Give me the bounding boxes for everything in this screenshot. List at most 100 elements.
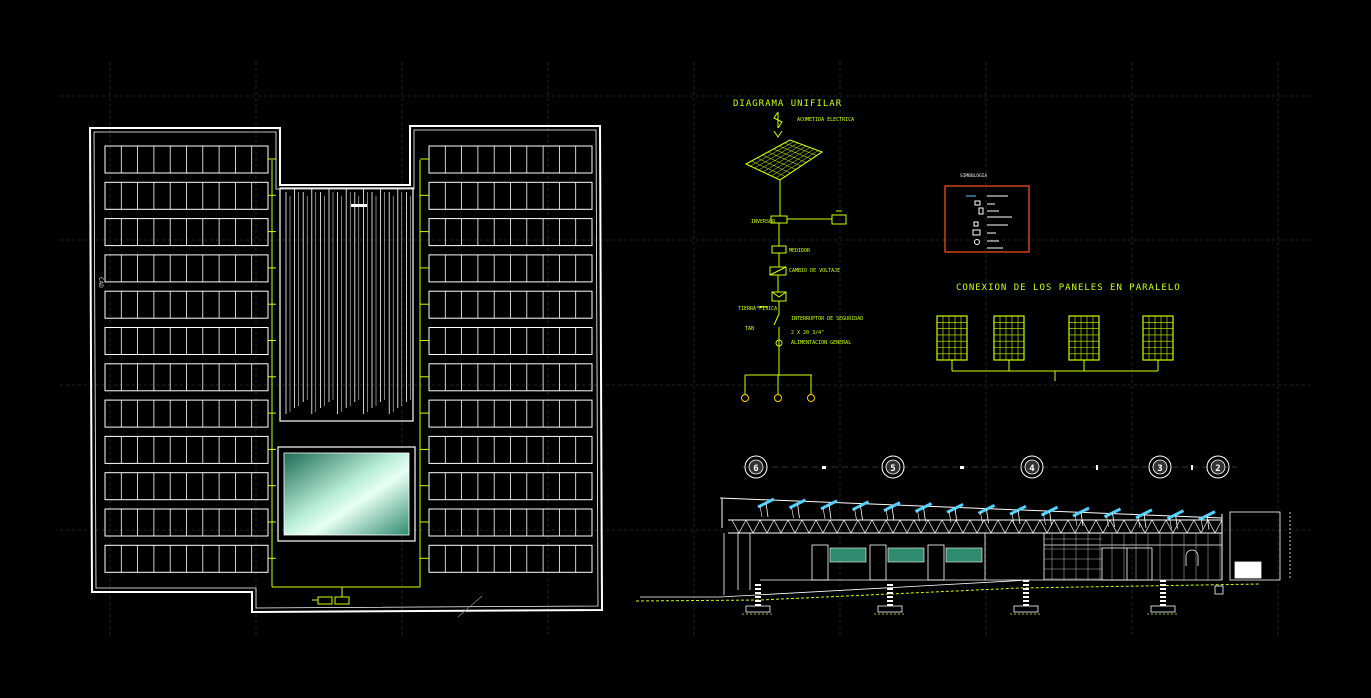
panel-support: [1011, 513, 1015, 525]
truss-member: [752, 519, 761, 534]
axis-marker-label: 2: [1215, 464, 1220, 474]
label-conductor: 2 X 20 3/4": [791, 330, 824, 336]
panel-support: [759, 505, 763, 518]
truss-member: [906, 519, 915, 534]
truss-member: [1200, 519, 1209, 534]
array-grid-line: [775, 150, 819, 179]
truss-member: [892, 519, 901, 534]
truss-member: [857, 519, 866, 534]
plan-side-label: CAD: [97, 277, 104, 288]
foundation-footings: [742, 580, 1224, 615]
panel-support: [765, 502, 769, 518]
footing-pad: [1150, 605, 1176, 613]
label-voltage-change: CAMBIO DE VOLTAJE: [789, 268, 840, 274]
panel-support: [1106, 515, 1109, 527]
truss-member: [794, 519, 803, 534]
truss-member: [1025, 519, 1034, 534]
truss-member: [1081, 519, 1090, 534]
truss-member: [864, 519, 873, 534]
truss-member: [773, 519, 782, 534]
battery-box: [831, 214, 847, 225]
axis-marker-label: 6: [753, 464, 758, 474]
truss-member: [976, 519, 985, 534]
truss-member: [1088, 519, 1097, 534]
truss-member: [1172, 519, 1181, 534]
tilted-solar-panel: [1040, 505, 1059, 517]
truss-member: [787, 519, 796, 534]
label-ground: TIERRA FISICA: [738, 306, 777, 312]
plan-diagonal-mark: [457, 595, 483, 618]
axis-marker-core: [1210, 459, 1226, 475]
axis-marker-ring: [881, 455, 905, 479]
panel-support: [891, 506, 895, 521]
legend-title: SIMBOLOGIA: [960, 173, 987, 179]
array-grid-line: [762, 154, 796, 170]
truss-member: [1165, 519, 1174, 534]
single-line-diagram: [741, 111, 847, 402]
truss-member: [1095, 519, 1104, 534]
truss-member: [983, 519, 992, 534]
right-solar-panel-rows: [428, 145, 593, 573]
axis-marker-ring: [1020, 455, 1044, 479]
panel-support: [1043, 514, 1046, 526]
axis-marker-label: 3: [1157, 464, 1162, 474]
panel-support: [923, 507, 926, 522]
panel-support: [1080, 511, 1084, 527]
parallel-solar-panel: [936, 315, 968, 361]
truss-member: [1053, 519, 1062, 534]
panel-support: [797, 503, 800, 518]
panel-support: [1143, 513, 1147, 528]
axis-marker: 5: [881, 455, 905, 479]
parallel-solar-panel: [1068, 315, 1100, 361]
truss-member: [1207, 519, 1216, 534]
label-inverter: INVERSOR: [751, 219, 776, 225]
reference-grid: [60, 62, 1310, 636]
axis-marker: 6: [744, 455, 768, 479]
panel-support: [986, 509, 989, 524]
truss-member: [927, 519, 936, 534]
truss-member: [913, 519, 922, 534]
truss-member: [759, 519, 768, 534]
axis-marker-label: 4: [1029, 464, 1035, 474]
panel-support: [1112, 512, 1115, 527]
footing-pad: [1013, 605, 1039, 613]
truss-member: [948, 519, 957, 534]
truss-member: [878, 519, 887, 534]
building-outline: [88, 125, 604, 614]
truss-member: [780, 519, 789, 534]
panel-support: [948, 511, 952, 523]
truss-member: [815, 519, 824, 534]
truss-member: [1060, 519, 1069, 534]
axis-marker-ring: [744, 455, 768, 479]
panel-support: [822, 507, 826, 519]
array-grid-line: [756, 157, 791, 174]
label-safety-switch: INTERRUPTOR DE SEGURIDAD: [791, 316, 863, 322]
label-meter: MEDIDOR: [789, 248, 811, 254]
truss-member: [1067, 519, 1076, 534]
building-outline-inner: [93, 129, 599, 609]
footing-pad: [745, 605, 771, 613]
label-service-entrance: ACOMETIDA ELECTRICA: [797, 117, 854, 123]
panel-support: [1074, 514, 1078, 527]
panel-wiring: [268, 158, 429, 588]
building-section: 6 5 4 3 2: [635, 455, 1291, 615]
parallel-solar-panel: [1142, 315, 1174, 361]
array-grid-line: [767, 147, 811, 175]
plan-inverter-symbols: [312, 587, 350, 605]
legend-box: SIMBOLOGIA: [944, 173, 1030, 253]
panel-support: [980, 512, 983, 524]
truss-member: [1074, 519, 1083, 534]
array-grid-line: [751, 160, 786, 177]
panel-support: [1200, 518, 1204, 530]
axis-marker: 3: [1148, 455, 1172, 479]
axis-marker-core: [748, 459, 764, 475]
truss-member: [766, 519, 775, 534]
truss-member: [1186, 519, 1195, 534]
service-entrance-symbol: [773, 111, 783, 129]
truss-member: [829, 519, 838, 534]
axis-marker-ring: [1206, 455, 1230, 479]
axis-marker-core: [1152, 459, 1168, 475]
section-windows: [829, 547, 983, 563]
truss-member: [1214, 519, 1223, 534]
louver-slats: [285, 188, 411, 414]
